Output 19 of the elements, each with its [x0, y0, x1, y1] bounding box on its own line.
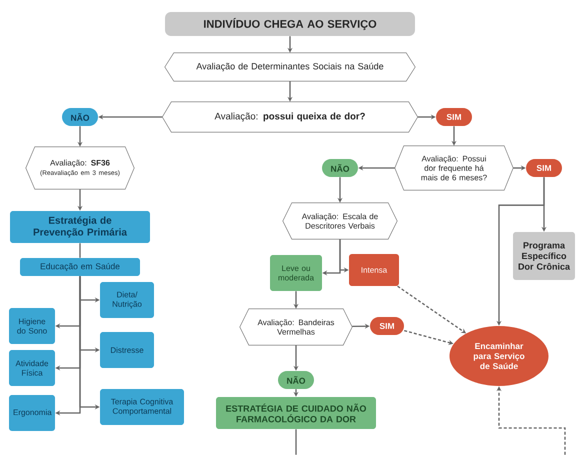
program-box: Programa Específico Dor Crônica [513, 232, 575, 280]
process-box: Ergonomia [9, 395, 55, 431]
answer-pill: NÃO [278, 371, 314, 389]
result-box: Intensa [349, 254, 399, 286]
answer-pill: SIM [526, 159, 562, 177]
process-box: Educação em Saúde [20, 258, 140, 276]
result-box: Leve ou moderada [270, 255, 322, 291]
answer-pill: SIM [436, 108, 472, 126]
process-box: Distresse [100, 332, 154, 368]
process-box: Dieta/ Nutrição [100, 282, 154, 318]
process-box: Higiene do Sono [9, 308, 55, 344]
answer-pill: NÃO [62, 108, 98, 126]
strategy-box: Estratégia de Prevenção Primária [10, 211, 150, 243]
answer-pill: SIM [370, 317, 404, 335]
start-box: INDIVÍDUO CHEGA AO SERVIÇO [165, 12, 415, 36]
process-box: Atividade Física [9, 350, 55, 386]
strategy-box: ESTRATÉGIA DE CUIDADO NÃO FARMACOLÓGICO DA DOR [216, 397, 376, 429]
answer-pill: NÃO [322, 159, 358, 177]
process-box: Terapia Cognitiva Comportamental [100, 389, 184, 425]
